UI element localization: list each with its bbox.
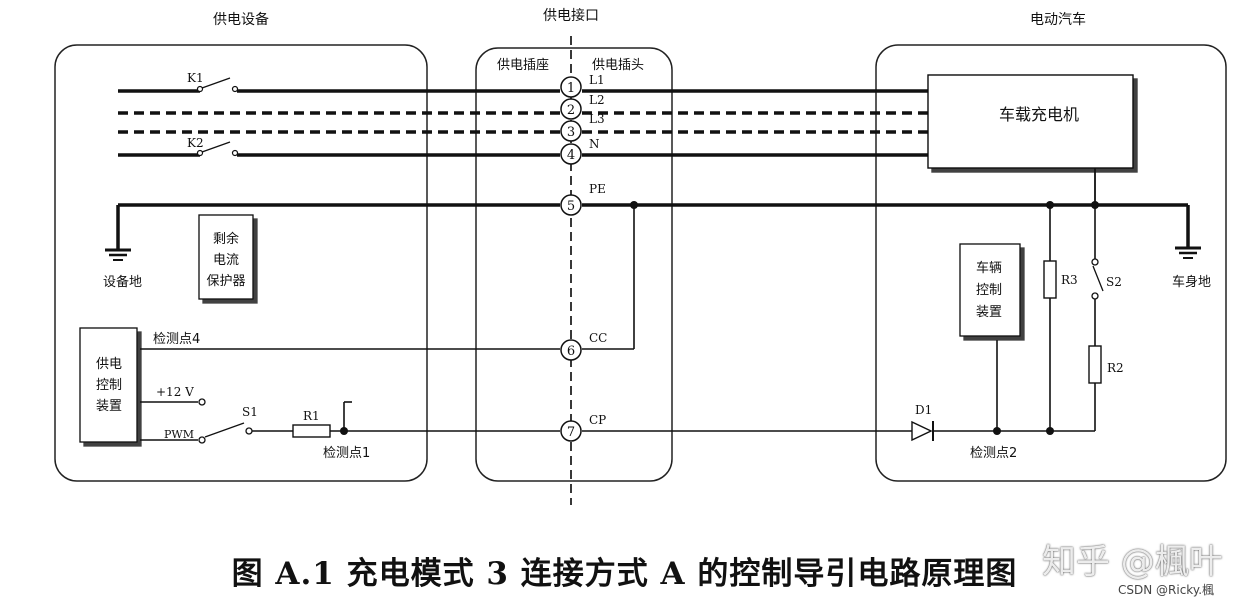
socket-label: 供电插座: [497, 58, 549, 73]
detect4-label: 检测点4: [153, 332, 200, 347]
s1-label: S1: [242, 405, 258, 419]
r1-resistor: [292, 424, 331, 438]
detect2-label: 检测点2: [970, 446, 1017, 461]
vehicle-control-text-1: 车辆: [976, 260, 1002, 276]
supply-control-text-1: 供电: [96, 357, 122, 372]
supply-control-box: 供电 控制 装置: [79, 327, 138, 443]
detect1-label: 检测点1: [323, 446, 370, 461]
rcd-text-2: 电流: [213, 253, 239, 268]
section-vehicle: 电动汽车: [1030, 11, 1086, 28]
csdn-watermark: CSDN @Ricky.楓: [1118, 583, 1215, 597]
pin-5-number: 5: [567, 199, 575, 214]
body-ground-label: 车身地: [1172, 274, 1211, 290]
supply-equipment-enclosure: [54, 44, 428, 482]
pin-7-number: 7: [567, 425, 575, 440]
d1-diode: [911, 420, 933, 442]
r3-label: R3: [1061, 273, 1078, 287]
r3-resistor: [1043, 260, 1057, 299]
vehicle-control-text-3: 装置: [976, 305, 1002, 320]
cc-link-wire: [582, 201, 638, 350]
pin-2-number: 2: [567, 103, 575, 118]
switch-k1: [196, 85, 239, 93]
switch-k2: [196, 149, 239, 157]
equipment-ground-symbol: [105, 205, 131, 261]
pin-1-number: 1: [567, 81, 575, 96]
power-lines: [118, 77, 1188, 207]
vehicle-circuit: [582, 168, 1201, 442]
pin-1-name: L1: [589, 73, 605, 87]
r2-label: R2: [1107, 361, 1124, 375]
zhihu-watermark: 知乎 @楓叶: [1042, 542, 1223, 582]
pin-2: 2 L2: [560, 93, 605, 120]
pin-6-number: 6: [567, 344, 575, 359]
pin-3-name: L3: [589, 112, 605, 126]
rcd-text-1: 剩余: [213, 231, 239, 247]
charger-label: 车载充电机: [999, 105, 1079, 124]
pin-7-name: CP: [589, 413, 606, 427]
pin-4-name: N: [589, 137, 600, 151]
v12-label: +12 V: [156, 385, 194, 399]
section-supply-equipment: 供电设备: [213, 11, 269, 28]
pin-5-name: PE: [589, 182, 606, 196]
k1-label: K1: [187, 71, 204, 85]
vehicle-control-box: 车辆 控制 装置: [959, 243, 1021, 337]
pin-4: 4 N: [560, 137, 600, 165]
pwm-label: PWM: [164, 428, 194, 441]
pin-3-number: 3: [567, 125, 575, 140]
pin-6-name: CC: [589, 331, 607, 345]
figure-caption: 图 A.1 充电模式 3 连接方式 A 的控制导引电路原理图: [231, 556, 1018, 592]
vehicle-enclosure: [875, 44, 1227, 482]
interface-enclosure: [475, 47, 673, 482]
pin-3: 3 L3: [560, 112, 605, 142]
pin-4-number: 4: [567, 148, 575, 163]
k2-label: K2: [187, 136, 204, 150]
r1-label: R1: [303, 409, 320, 423]
pin-5: 5 PE: [560, 182, 606, 216]
pin-6: 6 CC: [560, 331, 607, 361]
supply-control-text-3: 装置: [96, 399, 122, 414]
s2-label: S2: [1106, 275, 1122, 289]
pin-7: 7 CP: [560, 413, 606, 442]
equipment-ground-label: 设备地: [103, 274, 142, 290]
pin-2-name: L2: [589, 93, 605, 107]
rcd-text-3: 保护器: [206, 274, 245, 289]
cp-wire-supply: [140, 401, 560, 444]
section-interface: 供电接口: [543, 7, 599, 24]
onboard-charger-box: 车载充电机: [927, 74, 1134, 169]
plug-label: 供电插头: [592, 58, 644, 73]
rcd-box: 剩余 电流 保护器: [198, 214, 254, 300]
plus12v-terminal: [140, 398, 206, 406]
vehicle-control-text-2: 控制: [976, 283, 1002, 298]
d1-label: D1: [915, 403, 932, 417]
pin-1: 1 L1: [560, 73, 605, 98]
r2-resistor: [1088, 345, 1102, 384]
supply-control-text-2: 控制: [96, 378, 122, 393]
